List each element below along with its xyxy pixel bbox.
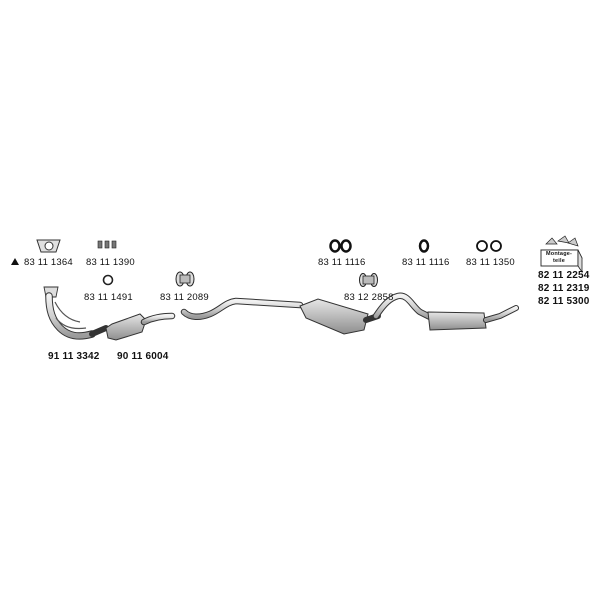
rubber-hanger-icon [418, 239, 430, 253]
label-kit-1: 82 11 2254 [538, 270, 590, 281]
label-ring: 83 11 1491 [84, 292, 133, 303]
label-clamps-small: 83 11 1390 [86, 257, 135, 268]
label-hanger-pair-1: 83 11 1116 [318, 257, 366, 268]
gasket-icon [36, 239, 61, 253]
middle-pipe [180, 297, 304, 320]
kit-box-label-line1: Montage- [546, 251, 573, 257]
front-pipe [43, 286, 96, 340]
catalyst [89, 312, 176, 341]
label-gasket-a: 83 11 1364 [24, 257, 73, 268]
center-muffler [299, 298, 381, 335]
clamp-icon [175, 271, 195, 287]
label-clamp-mid: 83 11 2089 [160, 292, 209, 303]
rubber-hanger-icon [476, 240, 502, 252]
toolbox-icon [540, 235, 583, 274]
label-front-pipe: 91 11 3342 [48, 351, 100, 362]
label-kit-2: 82 11 2319 [538, 283, 590, 294]
label-kit-3: 82 11 5300 [538, 296, 590, 307]
label-hanger-pair-2: 83 11 1350 [466, 257, 515, 268]
warning-triangle-icon [11, 258, 19, 265]
clamp-icon [359, 273, 378, 287]
rear-muffler [427, 305, 519, 331]
rear-pipe [372, 292, 436, 322]
rubber-hanger-icon [329, 239, 352, 253]
clamp-icon [97, 240, 117, 249]
ring-icon [102, 274, 114, 286]
label-clamp-rear: 83 12 2858 [344, 292, 394, 303]
kit-box-label-line2: teile [553, 258, 566, 264]
label-hanger-single: 83 11 1116 [402, 257, 450, 268]
label-catalyst: 90 11 6004 [117, 351, 169, 362]
